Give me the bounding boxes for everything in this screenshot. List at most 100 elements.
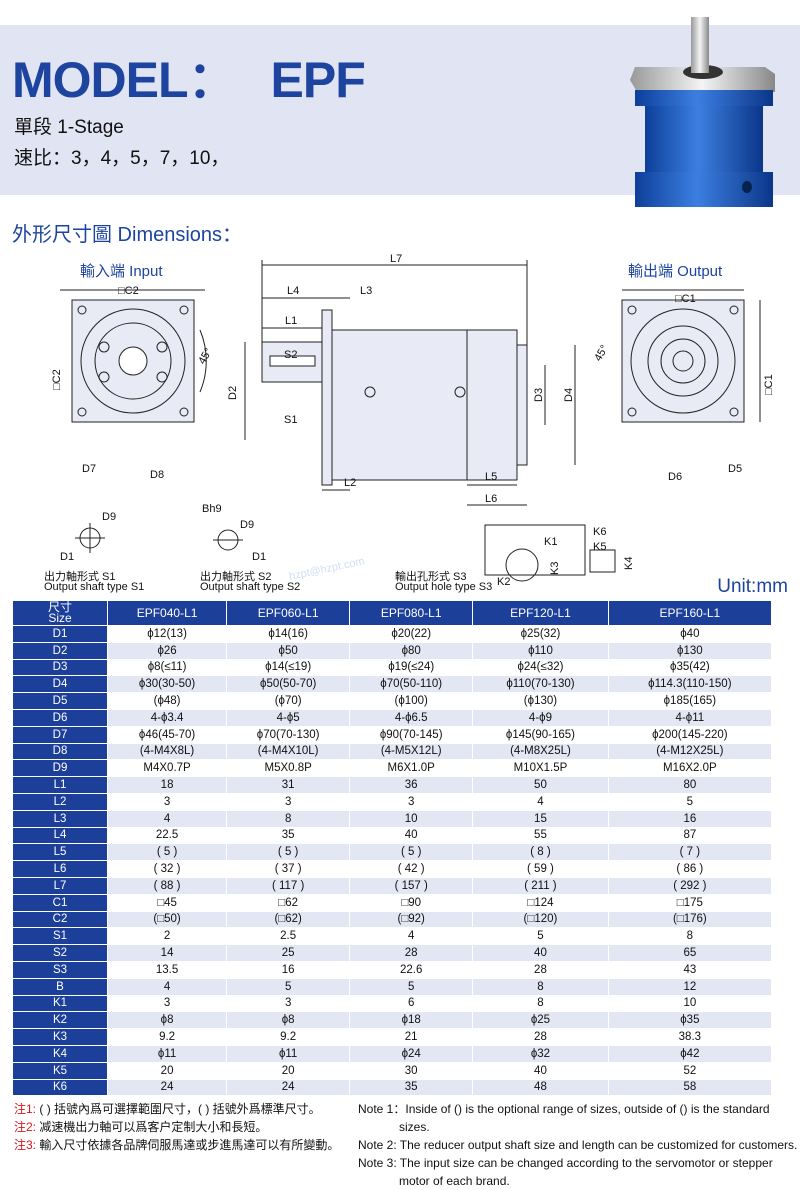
cell: □62 [278, 896, 299, 909]
cell: 10 [350, 810, 473, 827]
cell: ( 117 ) [227, 877, 350, 894]
hole-type-s3-cn: 輸出孔形式 S3 [395, 569, 467, 583]
label-l1: L1 [285, 315, 297, 327]
dimension-drawing: □C2 □C2 45° D7 D8 L7 L4 L3 L1 S2 S1 D2 L… [44, 253, 775, 593]
cell: 40 [404, 829, 418, 842]
cell: ϕ145(90-165) [505, 728, 575, 741]
cell: 36 [350, 777, 473, 793]
shaft-type-s1-en: Output shaft type S1 [44, 581, 144, 593]
label-d2: D2 [227, 386, 239, 400]
cell: M5X0.8P [264, 762, 312, 775]
shaft-type-s2-en: Output shaft type S2 [200, 581, 300, 593]
cell: ϕ26 [108, 642, 227, 659]
cell: 48 [473, 1079, 608, 1096]
label-l2: L2 [344, 477, 356, 489]
cell: ϕ32 [473, 1045, 608, 1062]
cell: 4 [537, 795, 544, 808]
model-label: MODEL： [12, 52, 238, 108]
cell: ϕ30(30-50) [108, 676, 227, 693]
cell: 8 [227, 810, 350, 827]
cell: 5 [350, 978, 473, 995]
model-value: EPF [270, 52, 366, 108]
label-s2: S2 [284, 349, 297, 361]
note-cn: 注1: ( ) 括號內爲可選擇範圍尺寸，( ) 括號外爲標準尺寸。 [14, 1100, 339, 1118]
row-key: L4 [13, 827, 107, 844]
label-angle-2: 45° [592, 343, 611, 363]
cell: ( 5 ) [350, 844, 473, 861]
cell: (4-M12X25L) [608, 743, 771, 760]
cell: ( 7 ) [608, 844, 771, 861]
cell: 28 [350, 945, 473, 961]
cell: □45 [157, 896, 177, 909]
input-view-label: 輸入端 Input [80, 263, 163, 280]
gearbox-product-image [630, 17, 775, 207]
cell: 25 [227, 945, 350, 961]
cell: 55 [534, 829, 547, 842]
cell: (4-M5X12L) [350, 743, 473, 760]
row-key: L1 [13, 777, 107, 793]
cell: 80 [608, 777, 771, 793]
cell: 8 [537, 997, 544, 1010]
cell: 4 [407, 930, 415, 943]
cell: ( 157 ) [350, 877, 473, 894]
cell: 40 [473, 945, 608, 961]
cell: 4-ϕ3.4 [108, 709, 227, 726]
cell: 3 [407, 795, 415, 808]
cell: 4-ϕ6.5 [350, 709, 473, 726]
row-key: D2 [13, 642, 107, 659]
cell: 3 [284, 997, 292, 1010]
cell: ( 37 ) [274, 863, 302, 876]
cell: 16 [281, 963, 295, 976]
column-header: EPF120-L1 [473, 601, 608, 625]
label-d9-s2: D9 [240, 519, 254, 531]
label-d3: D3 [533, 388, 545, 402]
table-row: D5(ϕ48)(ϕ70)(ϕ100)(ϕ130)ϕ185(165) [13, 693, 771, 709]
note-text: 减速機出力軸可以爲客户定制大小和長短。 [39, 1120, 268, 1134]
notes-chinese: 注1: ( ) 括號內爲可選擇範圍尺寸，( ) 括號外爲標準尺寸。注2: 减速機… [14, 1100, 339, 1154]
cell: ϕ11 [227, 1045, 350, 1062]
label-c2: □C2 [118, 285, 139, 297]
cell: ( 292 ) [608, 877, 771, 894]
cell: 87 [683, 829, 697, 842]
cell: ϕ110 [473, 642, 608, 659]
cell: (□62) [227, 911, 350, 928]
note-tag: 注1: [14, 1102, 37, 1116]
cell: ϕ90(70-145) [379, 728, 443, 741]
cell: ϕ185(165) [663, 695, 717, 708]
row-key: L7 [13, 877, 107, 894]
cell: M6X1.0P [387, 762, 435, 775]
row-key: S3 [13, 961, 107, 978]
row-key: L5 [13, 844, 107, 861]
row-key: D8 [13, 743, 107, 760]
label-d1-s1: D1 [60, 551, 74, 563]
label-c2-side: □C2 [51, 369, 63, 390]
label-k6: K6 [593, 526, 606, 538]
cell: ( 86 ) [676, 863, 704, 876]
label-d4: D4 [563, 388, 575, 402]
cell: ϕ12(13) [147, 627, 187, 640]
cell: 3 [284, 795, 292, 808]
label-l7: L7 [390, 253, 402, 265]
cell: (□92) [350, 911, 473, 928]
cell: ϕ70(50-110) [350, 676, 473, 693]
cell: 16 [608, 810, 771, 827]
label-k5: K5 [593, 541, 606, 553]
row-key: K5 [13, 1062, 107, 1079]
cell: ϕ18 [350, 1012, 473, 1029]
row-key: S1 [13, 928, 107, 945]
note-cn: 注2: 减速機出力軸可以爲客户定制大小和長短。 [14, 1118, 339, 1136]
cell: ( 5 ) [108, 844, 227, 861]
dimensions-title: 外形尺寸圖 Dimensions： [12, 224, 243, 246]
cell: ( 42 ) [397, 863, 425, 876]
row-key: D3 [13, 659, 107, 676]
label-k3: K3 [549, 562, 561, 575]
cell: ϕ14(≤19) [265, 661, 312, 674]
cell: 5 [227, 978, 350, 995]
cell: ϕ24(≤32) [517, 661, 564, 674]
